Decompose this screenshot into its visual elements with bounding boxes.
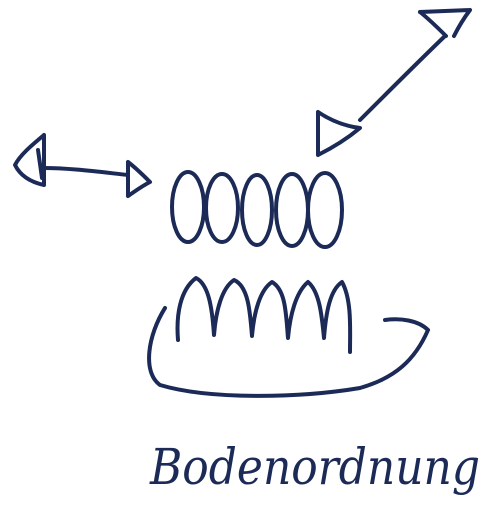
horizontal-double-arrow xyxy=(15,135,150,196)
arrow-shaft xyxy=(44,168,128,175)
caption-bodenordnung: Bodenordnung xyxy=(149,438,480,496)
oval-2 xyxy=(206,174,238,242)
arrow-head-top-right xyxy=(420,10,470,36)
oval-1 xyxy=(172,172,204,242)
diagonal-double-arrow xyxy=(318,10,470,155)
arrow-head-right xyxy=(128,162,150,196)
arch-row xyxy=(178,278,351,352)
arrow-head-bottom-left xyxy=(318,112,360,155)
oval-3 xyxy=(242,175,272,245)
oval-4 xyxy=(276,174,308,246)
oval-row xyxy=(172,172,342,247)
arrow-shaft-diagonal xyxy=(360,36,445,120)
oval-5 xyxy=(308,173,342,247)
arrow-head-left xyxy=(15,135,44,185)
